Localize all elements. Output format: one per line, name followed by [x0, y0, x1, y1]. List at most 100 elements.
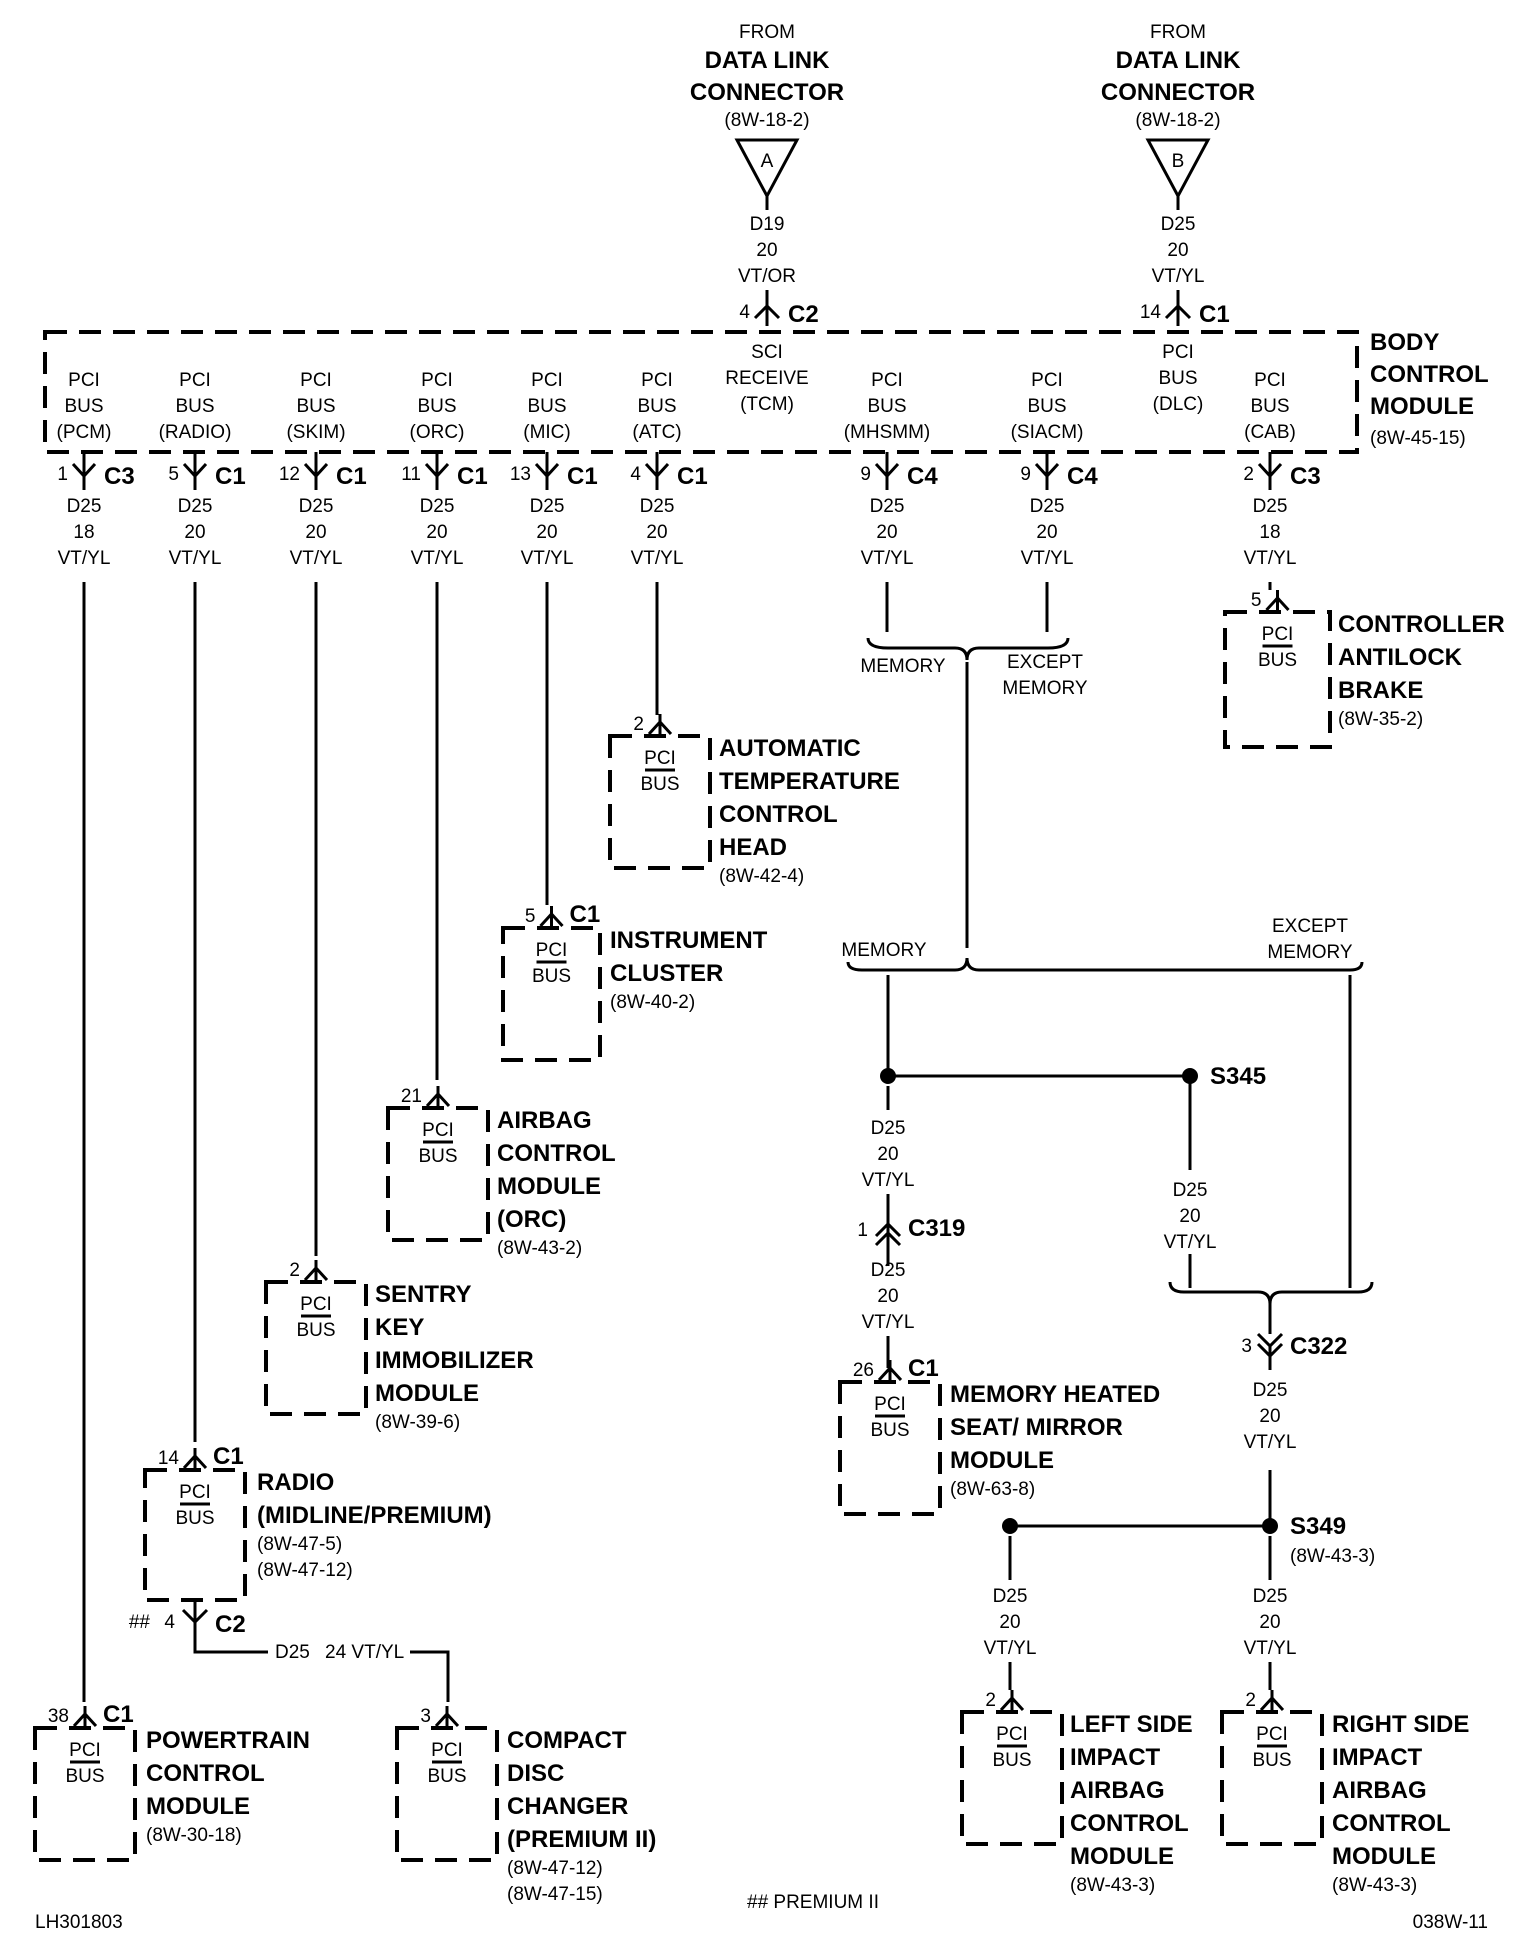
footer-diagram-id: LH301803 [35, 1912, 123, 1933]
svg-text:MODULE: MODULE [375, 1380, 479, 1407]
svg-text:PCI: PCI [69, 1740, 101, 1761]
connector-a-triangle [734, 138, 800, 200]
svg-text:EXCEPT: EXCEPT [1007, 652, 1083, 673]
svg-text:(8W-43-3): (8W-43-3) [1290, 1546, 1375, 1567]
svg-text:(8W-43-3): (8W-43-3) [1332, 1875, 1417, 1896]
svg-text:13: 13 [510, 464, 531, 485]
svg-text:KEY: KEY [375, 1314, 424, 1341]
svg-text:CONTROL: CONTROL [719, 801, 838, 828]
svg-text:(ATC): (ATC) [632, 422, 681, 443]
svg-text:VT/YL: VT/YL [862, 1312, 915, 1333]
svg-text:VT/YL: VT/YL [290, 548, 343, 569]
data-link-connector-a: FROM DATA LINK CONNECTOR (8W-18-2) A D19… [690, 22, 844, 328]
module-atc: 2PCIBUSAUTOMATICTEMPERATURECONTROLHEAD(8… [608, 714, 900, 887]
svg-text:24 VT/YL: 24 VT/YL [325, 1642, 404, 1663]
svg-text:PCI: PCI [641, 370, 673, 391]
svg-text:2: 2 [1245, 1690, 1256, 1711]
svg-text:A: A [761, 151, 774, 172]
svg-text:C1: C1 [457, 463, 488, 490]
svg-text:BUS: BUS [427, 1766, 466, 1787]
svg-text:18: 18 [1259, 522, 1280, 543]
svg-text:20: 20 [646, 522, 667, 543]
svg-text:20: 20 [426, 522, 447, 543]
svg-text:(8W-43-2): (8W-43-2) [497, 1238, 582, 1259]
svg-text:MEMORY: MEMORY [1267, 942, 1352, 963]
svg-text:3: 3 [1241, 1336, 1252, 1357]
svg-text:D25: D25 [530, 496, 565, 517]
svg-text:BUS: BUS [418, 1146, 457, 1167]
svg-text:AIRBAG: AIRBAG [497, 1107, 592, 1134]
svg-text:2: 2 [1243, 464, 1254, 485]
svg-text:20: 20 [184, 522, 205, 543]
svg-text:CONTROL: CONTROL [497, 1140, 616, 1167]
bcm-sci-receive: SCI RECEIVE (TCM) [725, 342, 808, 415]
splice-s345: S345 [880, 1063, 1266, 1288]
svg-text:PCI: PCI [422, 1120, 454, 1141]
svg-text:PCI: PCI [531, 370, 563, 391]
wire-lsiacm: D25 20 VT/YL [984, 1586, 1036, 1690]
svg-text:DATA LINK: DATA LINK [1116, 47, 1242, 74]
svg-text:PCI: PCI [300, 1294, 332, 1315]
svg-text:D25: D25 [275, 1642, 310, 1663]
svg-text:IMMOBILIZER: IMMOBILIZER [375, 1347, 534, 1374]
svg-text:IMPACT: IMPACT [1332, 1744, 1423, 1771]
svg-text:PCI: PCI [871, 370, 903, 391]
svg-text:D25: D25 [420, 496, 455, 517]
svg-text:BUS: BUS [417, 396, 456, 417]
svg-text:20: 20 [1167, 240, 1188, 261]
svg-text:D25: D25 [1030, 496, 1065, 517]
svg-text:D25: D25 [1253, 496, 1288, 517]
body-control-module: BODY CONTROL MODULE (8W-45-15) SCI RECEI… [43, 329, 1489, 569]
svg-text:(8W-63-8): (8W-63-8) [950, 1479, 1035, 1500]
svg-text:SENTRY: SENTRY [375, 1281, 471, 1308]
svg-text:PCI: PCI [996, 1724, 1028, 1745]
svg-text:C3: C3 [1290, 463, 1321, 490]
data-link-connector-b: FROM DATA LINK CONNECTOR (8W-18-2) B D25… [1101, 22, 1255, 328]
svg-text:AUTOMATIC: AUTOMATIC [719, 735, 861, 762]
svg-text:2: 2 [633, 714, 644, 735]
svg-text:PCI: PCI [536, 940, 568, 961]
svg-text:VT/YL: VT/YL [1244, 1432, 1297, 1453]
svg-text:CLUSTER: CLUSTER [610, 960, 723, 987]
svg-text:BUS: BUS [1258, 650, 1297, 671]
svg-text:(PCM): (PCM) [57, 422, 112, 443]
svg-text:(8W-47-15): (8W-47-15) [507, 1884, 603, 1905]
svg-text:4: 4 [164, 1612, 175, 1633]
svg-text:(8W-45-15): (8W-45-15) [1370, 428, 1466, 449]
svg-text:9: 9 [860, 464, 871, 485]
svg-text:C3: C3 [104, 463, 135, 490]
svg-text:C4: C4 [1067, 463, 1098, 490]
svg-text:D25: D25 [1253, 1380, 1288, 1401]
svg-text:(ORC): (ORC) [497, 1206, 566, 1233]
svg-text:12: 12 [279, 464, 300, 485]
memory-branch-1: MEMORY EXCEPT MEMORY [860, 582, 1088, 948]
svg-text:BRAKE: BRAKE [1338, 677, 1423, 704]
svg-text:MODULE: MODULE [1370, 393, 1474, 420]
svg-text:PCI: PCI [644, 748, 676, 769]
svg-text:D25: D25 [871, 1118, 906, 1139]
svg-text:BUS: BUS [1158, 368, 1197, 389]
svg-text:20: 20 [1259, 1612, 1280, 1633]
svg-text:4: 4 [630, 464, 641, 485]
svg-text:20: 20 [1259, 1406, 1280, 1427]
svg-text:VT/YL: VT/YL [169, 548, 222, 569]
svg-text:38: 38 [48, 1706, 69, 1727]
svg-text:D19: D19 [750, 214, 785, 235]
svg-text:VT/YL: VT/YL [1244, 1638, 1297, 1659]
svg-text:PCI: PCI [1162, 342, 1194, 363]
svg-text:RADIO: RADIO [257, 1469, 334, 1496]
svg-text:20: 20 [877, 1286, 898, 1307]
svg-text:BUS: BUS [175, 396, 214, 417]
svg-text:26: 26 [853, 1360, 874, 1381]
wire-c322: D25 20 VT/YL [1244, 1380, 1297, 1526]
svg-text:VT/YL: VT/YL [411, 548, 464, 569]
memory-branch-2: MEMORY EXCEPT MEMORY [841, 916, 1364, 1288]
